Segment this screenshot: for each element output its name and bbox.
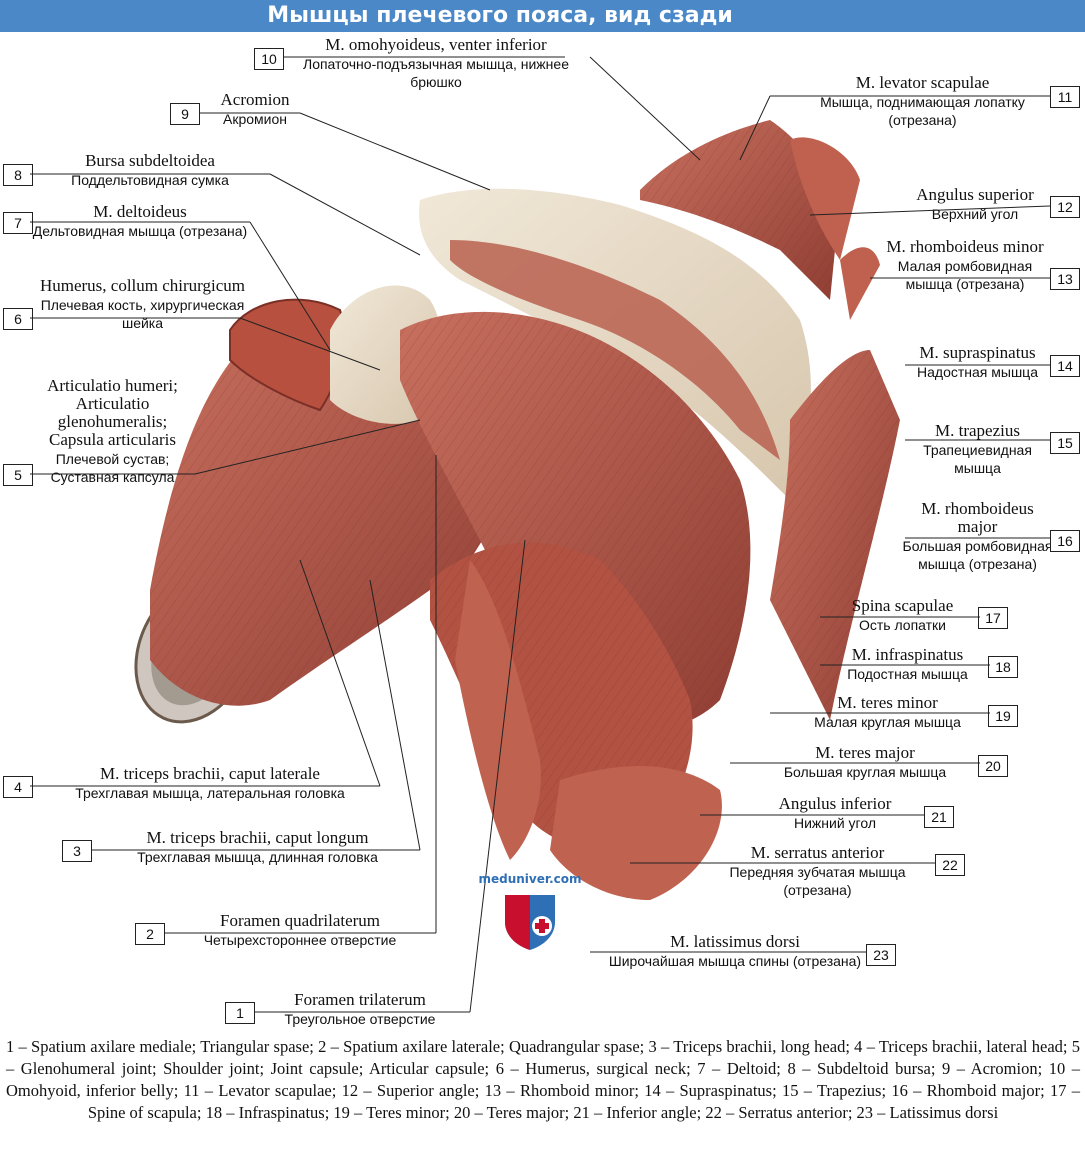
label-latin: M. rhomboideus major bbox=[921, 499, 1034, 536]
label-latin: Bursa subdeltoidea bbox=[85, 151, 215, 170]
label-latin: Acromion bbox=[220, 90, 290, 109]
label-number-box: 8 bbox=[3, 164, 33, 186]
label-russian: Большая круглая мышца bbox=[783, 764, 947, 780]
label-latin: Spina scapulae bbox=[851, 596, 954, 615]
label-number-box: 7 bbox=[3, 212, 33, 234]
label-russian: Надостная мышца bbox=[917, 364, 1038, 380]
label-latin: M. serratus anterior bbox=[750, 843, 885, 862]
label-latin: M. deltoideus bbox=[93, 202, 187, 221]
label-number-box: 6 bbox=[3, 308, 33, 330]
label-number-box: 19 bbox=[988, 705, 1018, 727]
label-latin: M. teres minor bbox=[837, 693, 938, 712]
label-latin: M. rhomboideus minor bbox=[886, 237, 1044, 256]
label-latin: Angulus superior bbox=[916, 185, 1034, 204]
label-latin: Humerus, collum chirurgicum bbox=[39, 276, 246, 295]
meduniver-logo: meduniver.com bbox=[475, 872, 585, 952]
label-latin: Foramen quadrilaterum bbox=[219, 911, 381, 930]
label-russian: Поддельтовидная сумка bbox=[71, 172, 229, 188]
label-russian: Четырехстороннее отверстие bbox=[203, 932, 397, 948]
label-number-box: 21 bbox=[924, 806, 954, 828]
label-number-box: 3 bbox=[62, 840, 92, 862]
label-latin: M. triceps brachii, caput longum bbox=[146, 828, 369, 847]
label-number-box: 10 bbox=[254, 48, 284, 70]
label-russian: Трехглавая мышца, латеральная головка bbox=[75, 785, 345, 801]
label-number-box: 20 bbox=[978, 755, 1008, 777]
label-russian: Подостная мышца bbox=[847, 666, 968, 682]
label-5: Articulatio humeri; Articulatio glenohum… bbox=[30, 377, 195, 486]
label-latin: M. omohyoideus, venter inferior bbox=[325, 35, 547, 54]
label-latin: M. infraspinatus bbox=[851, 645, 964, 664]
label-number-box: 17 bbox=[978, 607, 1008, 629]
label-number-box: 5 bbox=[3, 464, 33, 486]
page-title: Мышцы плечевого пояса, вид сзади bbox=[267, 3, 733, 28]
label-latin: Foramen trilaterum bbox=[294, 990, 426, 1009]
label-russian: Малая ромбовидная мышца (отрезана) bbox=[897, 258, 1033, 292]
label-russian: Трапециевидная мышца bbox=[923, 442, 1032, 476]
label-russian: Плечевой сустав; Суставная капсула bbox=[50, 451, 175, 485]
label-number-box: 1 bbox=[225, 1002, 255, 1024]
label-number-box: 15 bbox=[1050, 432, 1080, 454]
label-number-box: 14 bbox=[1050, 355, 1080, 377]
label-russian: Плечевая кость, хирургическая шейка bbox=[40, 297, 245, 331]
label-number-box: 12 bbox=[1050, 196, 1080, 218]
label-russian: Ость лопатки bbox=[858, 617, 946, 633]
label-russian: Передняя зубчатая мышца (отрезана) bbox=[729, 864, 906, 898]
label-russian: Нижний угол bbox=[793, 815, 876, 831]
label-number-box: 9 bbox=[170, 103, 200, 125]
label-latin: Angulus inferior bbox=[778, 794, 892, 813]
label-latin: M. supraspinatus bbox=[919, 343, 1036, 362]
watermark-text: meduniver.com bbox=[478, 872, 582, 886]
label-russian: Акромион bbox=[223, 111, 287, 127]
label-russian: Лопаточно-подъязычная мышца, нижнее брюш… bbox=[303, 56, 569, 90]
label-number-box: 2 bbox=[135, 923, 165, 945]
label-russian: Мышца, поднимающая лопатку (отрезана) bbox=[820, 94, 1025, 128]
label-number-box: 23 bbox=[866, 944, 896, 966]
title-bar: Мышцы плечевого пояса, вид сзади bbox=[0, 0, 1085, 32]
label-latin: M. trapezius bbox=[935, 421, 1020, 440]
label-russian: Треугольное отверстие bbox=[284, 1011, 436, 1027]
label-number-box: 22 bbox=[935, 854, 965, 876]
label-russian: Дельтовидная мышца (отрезана) bbox=[32, 223, 248, 239]
label-number-box: 13 bbox=[1050, 268, 1080, 290]
scapula-group bbox=[400, 120, 900, 900]
label-russian: Большая ромбовидная мышца (отрезана) bbox=[902, 538, 1053, 572]
label-latin: M. levator scapulae bbox=[855, 73, 990, 92]
label-russian: Широчайшая мышца спины (отрезана) bbox=[608, 953, 862, 969]
label-latin: M. latissimus dorsi bbox=[670, 932, 800, 951]
label-number-box: 16 bbox=[1050, 530, 1080, 552]
label-latin: M. teres major bbox=[815, 743, 915, 762]
label-latin: Articulatio humeri; Articulatio glenohum… bbox=[47, 376, 178, 449]
figure-caption: 1 – Spatium axilare mediale; Triangular … bbox=[6, 1037, 1080, 1122]
label-latin: M. triceps brachii, caput laterale bbox=[100, 764, 320, 783]
label-russian: Малая круглая мышца bbox=[814, 714, 961, 730]
label-russian: Трехглавая мышца, длинная головка bbox=[137, 849, 378, 865]
label-number-box: 4 bbox=[3, 776, 33, 798]
anatomy-illustration bbox=[134, 120, 900, 900]
label-number-box: 11 bbox=[1050, 86, 1080, 108]
label-number-box: 18 bbox=[988, 656, 1018, 678]
